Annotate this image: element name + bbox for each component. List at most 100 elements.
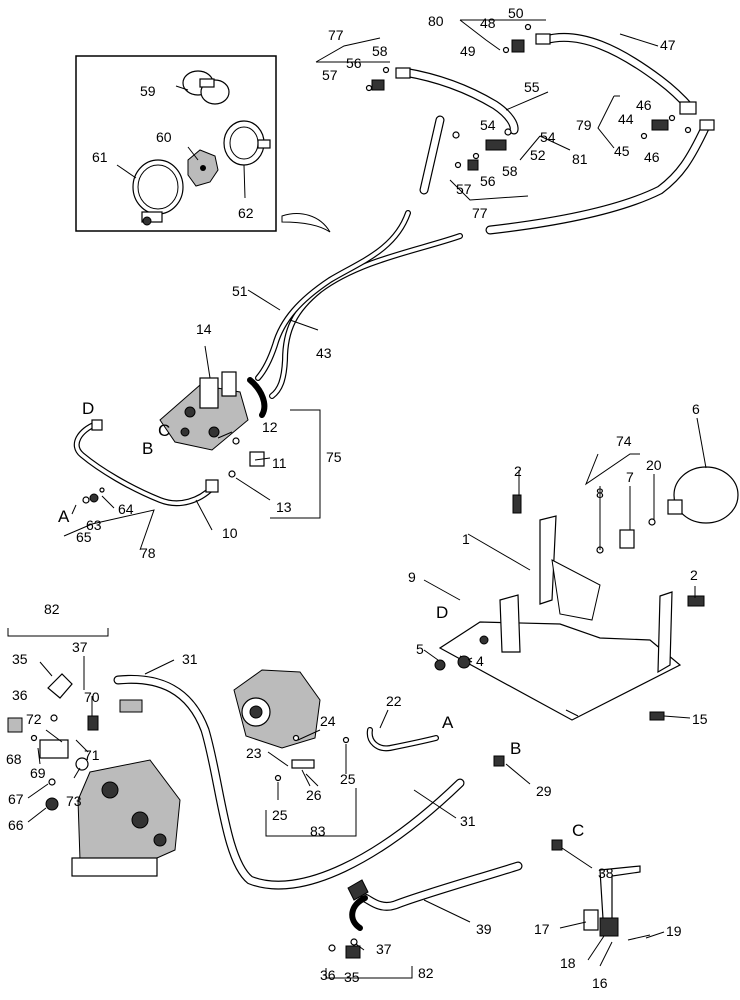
- callout-19: 19: [666, 923, 682, 939]
- callout-83: 83: [310, 823, 326, 839]
- callout-54-right: 54: [540, 129, 556, 145]
- callout-77-bottom: 77: [472, 205, 488, 221]
- callout-22: 22: [386, 693, 402, 709]
- callout-46-bottom: 46: [644, 149, 660, 165]
- callout-61: 61: [92, 149, 108, 165]
- callout-51: 51: [232, 283, 248, 299]
- letter-c-lower: C: [572, 821, 584, 840]
- callout-35-left: 35: [12, 651, 28, 667]
- callout-82-left: 82: [44, 601, 60, 617]
- callout-29: 29: [536, 783, 552, 799]
- letter-a-upper: A: [58, 507, 70, 526]
- callout-45: 45: [614, 143, 630, 159]
- callout-37-left: 37: [72, 639, 88, 655]
- callout-2-lower: 2: [690, 567, 698, 583]
- callout-35-bottom: 35: [344, 969, 360, 985]
- callout-59: 59: [140, 83, 156, 99]
- callout-68: 68: [6, 751, 22, 767]
- callout-63: 63: [86, 517, 102, 533]
- callout-58-bottom: 58: [502, 163, 518, 179]
- callout-54-left: 54: [480, 117, 496, 133]
- callout-31-bottom: 31: [460, 813, 476, 829]
- callout-60: 60: [156, 129, 172, 145]
- callout-6: 6: [692, 401, 700, 417]
- callout-46-top: 46: [636, 97, 652, 113]
- letter-c-upper: C: [158, 421, 170, 440]
- inset-pointer: [281, 213, 331, 233]
- connection-letters: D B C A D A B C: [58, 399, 584, 840]
- callout-43: 43: [316, 345, 332, 361]
- lower-hoses: [113, 674, 523, 931]
- callout-66: 66: [8, 817, 24, 833]
- callout-38: 38: [598, 865, 614, 881]
- callout-7: 7: [626, 469, 634, 485]
- letter-d-upper: D: [82, 399, 94, 418]
- callout-47: 47: [660, 37, 676, 53]
- callout-1: 1: [462, 531, 470, 547]
- callout-23: 23: [246, 745, 262, 761]
- clamp-detail-inset: [75, 55, 277, 232]
- letter-b-upper: B: [142, 439, 153, 458]
- callout-81: 81: [572, 151, 588, 167]
- callout-58-top: 58: [372, 43, 388, 59]
- callout-11: 11: [272, 455, 287, 471]
- callout-37-bottom: 37: [376, 941, 392, 957]
- callout-70: 70: [84, 689, 100, 705]
- control-valve: [82, 371, 268, 504]
- callout-67: 67: [8, 791, 24, 807]
- callout-15: 15: [692, 711, 708, 727]
- callout-69: 69: [30, 765, 46, 781]
- callout-labels: 59 60 61 62 77 57 56 58 80 48 50 49 47 5…: [6, 5, 708, 991]
- callout-65: 65: [76, 529, 92, 545]
- callout-44: 44: [618, 111, 634, 127]
- callout-72: 72: [26, 711, 42, 727]
- callout-78: 78: [140, 545, 156, 561]
- callout-31-top: 31: [182, 651, 198, 667]
- callout-10: 10: [222, 525, 238, 541]
- callout-26: 26: [306, 787, 322, 803]
- callout-20: 20: [646, 457, 662, 473]
- callout-62: 62: [238, 205, 254, 221]
- callout-57-bottom: 57: [456, 181, 472, 197]
- callout-82-bottom: 82: [418, 965, 434, 981]
- callout-9: 9: [408, 569, 416, 585]
- pump: [71, 759, 181, 877]
- callout-2-upper: 2: [514, 463, 522, 479]
- letter-d-lower: D: [436, 603, 448, 622]
- callout-57-top: 57: [322, 67, 338, 83]
- callout-17: 17: [534, 921, 550, 937]
- callout-25-right: 25: [340, 771, 356, 787]
- callout-55: 55: [524, 79, 540, 95]
- small-parts-lower: [7, 673, 651, 959]
- callout-24: 24: [320, 713, 336, 729]
- callout-49: 49: [460, 43, 476, 59]
- motor: [233, 669, 321, 749]
- callout-36-bottom: 36: [320, 967, 336, 983]
- callout-52: 52: [530, 147, 546, 163]
- leader-lines: [7, 19, 707, 979]
- callout-4: 4: [476, 653, 484, 669]
- callout-12: 12: [262, 419, 278, 435]
- callout-8: 8: [596, 485, 604, 501]
- letter-b-lower: B: [510, 739, 521, 758]
- callout-13: 13: [276, 499, 292, 515]
- callout-25-left: 25: [272, 807, 288, 823]
- accumulator: [596, 466, 739, 554]
- callout-16: 16: [592, 975, 608, 991]
- callout-80: 80: [428, 13, 444, 29]
- callout-50: 50: [508, 5, 524, 21]
- callout-5: 5: [416, 641, 424, 657]
- callout-74: 74: [616, 433, 632, 449]
- callout-56-bottom: 56: [480, 173, 496, 189]
- callout-64: 64: [118, 501, 134, 517]
- callout-18: 18: [560, 955, 576, 971]
- callout-73: 73: [66, 793, 82, 809]
- callout-36-left: 36: [12, 687, 28, 703]
- callout-75: 75: [326, 449, 342, 465]
- letter-a-lower: A: [442, 713, 454, 732]
- callout-39: 39: [476, 921, 492, 937]
- callout-56-top: 56: [346, 55, 362, 71]
- callout-77-top: 77: [328, 27, 344, 43]
